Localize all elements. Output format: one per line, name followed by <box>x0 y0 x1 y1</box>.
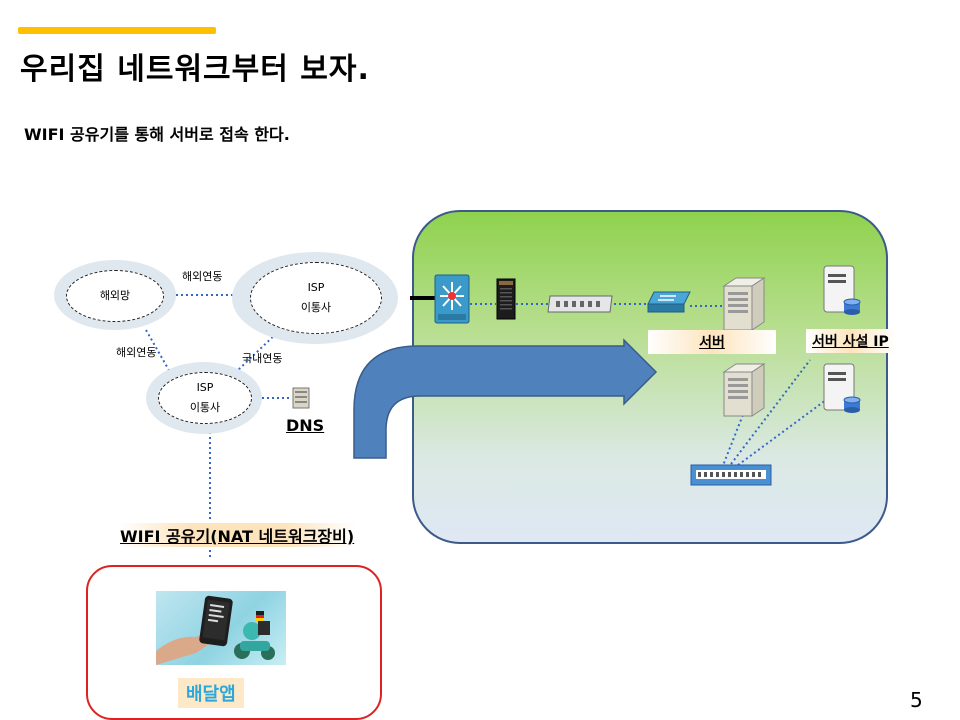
db-server-icon-bottom <box>823 363 861 413</box>
client-box <box>86 565 382 720</box>
page-title: 우리집 네트워크부터 보자. <box>20 52 370 87</box>
title-accent-bar <box>18 27 216 34</box>
rack-switch-icon <box>690 464 772 486</box>
link-label-overseas-top: 해외연동 <box>182 270 223 283</box>
cloud-isp-bottom-line1: ISP <box>196 381 214 394</box>
cloud-isp-top-line2: 이통사 <box>300 301 332 314</box>
phone-scooter-illustration <box>156 595 275 665</box>
link-rack-server <box>721 401 749 469</box>
dns-label: DNS <box>286 416 325 435</box>
link-rack-ip-2 <box>733 399 827 469</box>
cloud-isp-bottom-line2: 이통사 <box>189 401 221 414</box>
server-icon-bottom <box>722 363 766 417</box>
cloud-isp-top-line1: ISP <box>307 281 325 294</box>
cloud-isp-bottom-inner: ISP 이통사 <box>158 372 252 424</box>
delivery-app-label: 배달앱 <box>178 678 244 708</box>
wifi-router-label: WIFI 공유기(NAT 네트워크장비) <box>118 523 357 547</box>
page-subtitle: WIFI 공유기를 통해 서버로 접속 한다. <box>24 125 290 144</box>
private-ip-label: 서버 사설 IP <box>806 329 895 353</box>
cloud-overseas-label: 해외망 <box>99 289 131 302</box>
page-number: 5 <box>910 688 923 712</box>
dns-server-icon <box>292 387 310 409</box>
db-server-icon-top <box>823 265 861 315</box>
cloud-isp-top-inner: ISP 이통사 <box>250 262 382 334</box>
core-switch-icon <box>434 274 470 324</box>
link-overseas-isp-bottom <box>145 329 171 373</box>
server-label: 서버 <box>648 330 776 354</box>
delivery-app-image <box>156 591 286 665</box>
router-icon <box>547 295 613 313</box>
server-icon-top <box>722 277 766 331</box>
link-label-overseas-left: 해외연동 <box>116 346 157 359</box>
link-label-domestic: 국내연동 <box>242 352 283 365</box>
switch-icon <box>647 291 691 313</box>
storage-icon <box>496 278 516 320</box>
cloud-overseas-inner: 해외망 <box>66 270 164 322</box>
